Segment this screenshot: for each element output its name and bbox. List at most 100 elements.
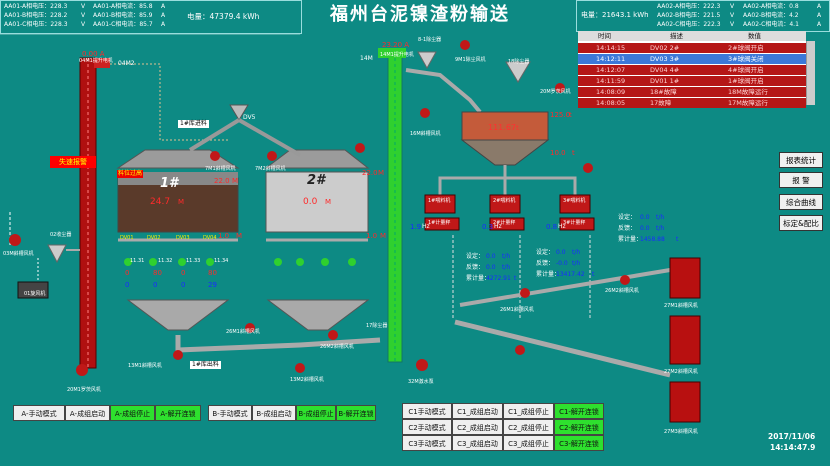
scale-3-feedback: 0.0: [640, 225, 650, 232]
hz-unit: Hz: [558, 223, 566, 230]
a-group-stop-button[interactable]: A-成组停止: [110, 405, 155, 421]
unit-th: t/h: [572, 249, 581, 256]
meter-aa01-vb: AA01-B相电压：228.2: [4, 12, 68, 19]
page-title: 福州台泥镍渣粉输送: [330, 4, 510, 25]
ratio-set: 80: [208, 269, 217, 277]
m27c-label: 27M3斜槽风机: [664, 429, 698, 435]
unit-th: t/h: [656, 214, 665, 221]
a-group-start-button[interactable]: A-成组启动: [65, 405, 110, 421]
meter-aa01-va: AA01-A相电压：228.3: [4, 3, 68, 10]
b-manual-button[interactable]: B-手动模式: [208, 405, 252, 421]
a-manual-button[interactable]: A-手动模式: [13, 405, 65, 421]
right-bucket-elevator: [387, 51, 403, 363]
m20-label: 20M1罗茨风机: [67, 387, 101, 393]
top-left-meters: AA01-A相电压：228.3 AA01-B相电压：228.2 AA01-C相电…: [0, 0, 302, 34]
total-label: 累计量：: [466, 275, 491, 282]
total-label: 累计量：: [536, 271, 561, 278]
b-unlock-button[interactable]: B-解开连锁: [336, 405, 376, 421]
silo-2-cone: [266, 299, 370, 331]
m32-label: 32M激水泵: [408, 379, 434, 385]
event-scrollbar[interactable]: [806, 41, 815, 105]
c1-unlock-button[interactable]: C1-解开连锁: [554, 403, 604, 419]
valve-value: 11.31: [130, 258, 145, 264]
unit-v1: V: [81, 3, 86, 10]
silo-1-level: 24.7: [150, 197, 171, 207]
silo-2-top-unit: M: [378, 169, 385, 177]
scale-3-total: 1458.88: [640, 236, 665, 243]
left-bucket-elevator: [79, 57, 97, 369]
bin-weight-unit: t: [516, 124, 519, 132]
left-elevator-head: [94, 58, 110, 68]
unit-t: t: [592, 271, 595, 278]
c2-unlock-button[interactable]: C2-解开连锁: [554, 419, 604, 435]
meter-aa02-va: AA02-A相电压：222.3: [657, 3, 721, 10]
dv5-label: DV5: [243, 114, 256, 121]
silo-2-label: 2#: [307, 173, 326, 188]
m16-label: 16M斜槽风机: [410, 131, 441, 137]
scale-3-set: 0.0: [640, 214, 650, 221]
bin-top-value: 125.0: [550, 111, 571, 119]
ratio-feedback: 0: [125, 281, 130, 289]
set-label: 设定：: [466, 253, 485, 260]
report-button[interactable]: 报表统计: [779, 152, 823, 168]
meter-aa02-ia: AA02-A相电流：0.8: [743, 3, 799, 10]
c2-group-stop-button[interactable]: C2_成组停止: [503, 419, 554, 435]
c2-group-start-button[interactable]: C2_成组启动: [452, 419, 503, 435]
unit-a6: A: [817, 21, 822, 28]
total-label: 累计量：: [618, 236, 643, 243]
c3-group-stop-button[interactable]: C3_成组停止: [503, 435, 554, 451]
feedback-label: 反馈：: [618, 225, 637, 232]
c3-manual-button[interactable]: C3手动模式: [402, 435, 452, 451]
meter-aa02-vc: AA02-C相电压：222.3: [657, 21, 721, 28]
meter-aa02-vb: AA02-B相电压：221.5: [657, 12, 721, 19]
m7-1-label: 7M1斜槽风机: [205, 166, 236, 172]
scale-2-feedback: -0.0: [556, 260, 568, 267]
meter-aa01-ib: AA01-B相电流：85.9: [93, 12, 153, 19]
m04b-label: 04M2: [118, 60, 135, 67]
feeder-2: [489, 194, 521, 214]
unit-t: t: [676, 236, 679, 243]
m17-label: 17除尘器: [366, 323, 388, 329]
m9-label: 9M1除尘风机: [455, 57, 486, 63]
header-desc: 描述: [670, 32, 683, 40]
c1-manual-button[interactable]: C1手动模式: [402, 403, 452, 419]
m27a-label: 27M1斜槽风机: [664, 303, 698, 309]
scale-1-feedback: 0.0: [486, 264, 496, 271]
c3-unlock-button[interactable]: C3-解开连锁: [554, 435, 604, 451]
feedback-label: 反馈：: [466, 264, 485, 271]
bin-weight: 111.67: [488, 123, 516, 132]
fan-01-label: 01旋风机: [24, 291, 46, 297]
feedback-label: 反馈：: [536, 260, 555, 267]
silo-2-level-unit: M: [325, 198, 332, 206]
m26d-label: 26M2斜槽风机: [605, 288, 639, 294]
m27b-label: 27M2斜槽风机: [664, 369, 698, 375]
meter-aa02-ib: AA02-B相电流：4.2: [743, 12, 799, 19]
dv03-label: DV03: [176, 235, 190, 241]
b-group-stop-button[interactable]: B-成组停止: [296, 405, 336, 421]
trend-button[interactable]: 综合曲线: [779, 194, 823, 210]
m26c-label: 26M1斜槽风机: [500, 307, 534, 313]
a-unlock-button[interactable]: A-解开连锁: [155, 405, 201, 421]
meter-aa01-vc: AA01-C相电压：228.3: [4, 21, 68, 28]
unit-t: t: [514, 275, 517, 282]
c2-manual-button[interactable]: C2手动模式: [402, 419, 452, 435]
level-high-badge: 料位过高: [117, 170, 144, 178]
calibration-button[interactable]: 标定&配比: [779, 215, 823, 231]
c1-group-start-button[interactable]: C1_成组启动: [452, 403, 503, 419]
bin-bottom-unit: t: [572, 149, 575, 157]
c3-group-start-button[interactable]: C3_成组启动: [452, 435, 503, 451]
m04-label: 04M1提升电机: [79, 58, 113, 64]
feeder-2-hz: 0.3: [482, 223, 494, 231]
ratio-feedback: 0: [181, 281, 186, 289]
alarm-button[interactable]: 报 警: [779, 172, 823, 188]
scale-1-label: 1#计量秤: [428, 220, 451, 226]
c1-group-stop-button[interactable]: C1_成组停止: [503, 403, 554, 419]
energy-aa01: 电量：47379.4 kWh: [187, 12, 260, 21]
b-group-start-button[interactable]: B-成组启动: [252, 405, 296, 421]
